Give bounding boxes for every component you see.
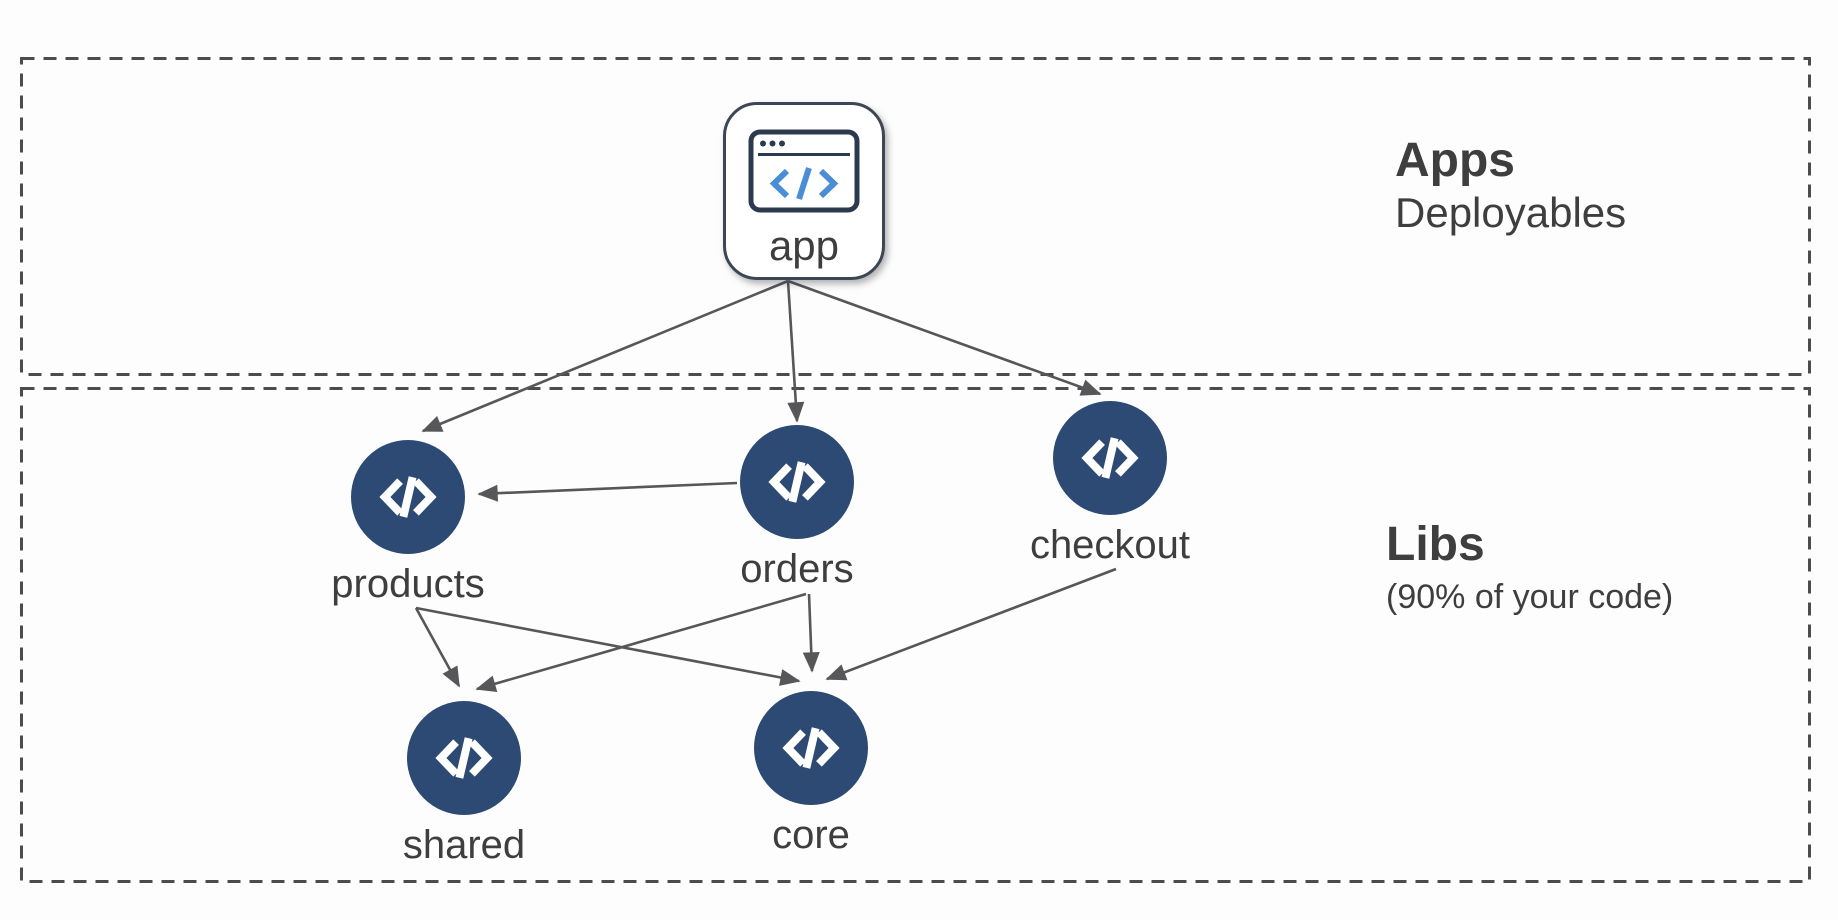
edges-group — [414, 279, 1117, 692]
code-icon — [435, 737, 493, 779]
libs-boundary-box — [20, 387, 1811, 883]
node-products: products — [308, 440, 508, 607]
node-app-label: app — [768, 222, 840, 269]
node-products-label: products — [331, 562, 485, 606]
edge-app-orders — [786, 280, 805, 423]
orders-circle — [740, 425, 854, 539]
code-icon — [782, 727, 840, 769]
libs-section-subtitle: (90% of your code) — [1386, 577, 1674, 616]
libs-section-label: Libs (90% of your code) — [1386, 518, 1673, 618]
node-checkout-label: checkout — [1029, 523, 1191, 567]
libs-section-title: Libs — [1386, 518, 1485, 571]
node-shared-label: shared — [402, 823, 526, 867]
edge-products-core — [415, 606, 801, 686]
code-icon — [1081, 437, 1139, 479]
edge-app-products — [421, 279, 789, 433]
edge-orders-core — [802, 593, 820, 673]
checkout-circle — [1053, 401, 1167, 515]
browser-code-icon — [748, 129, 860, 213]
apps-section-subtitle: Deployables — [1395, 188, 1627, 236]
code-icon — [379, 476, 437, 518]
edge-products-shared — [414, 607, 461, 688]
node-shared: shared — [364, 701, 564, 868]
core-circle — [754, 691, 868, 805]
node-core-label: core — [772, 813, 850, 857]
edge-app-checkout — [787, 279, 1102, 396]
products-circle — [351, 440, 465, 554]
apps-boundary-box — [20, 57, 1811, 376]
node-app: app — [723, 102, 885, 280]
edge-orders-shared — [475, 592, 807, 692]
apps-section-label: Apps Deployables — [1395, 134, 1626, 238]
node-orders: orders — [697, 425, 897, 592]
node-orders-label: orders — [740, 547, 854, 591]
code-icon — [768, 461, 826, 503]
edge-checkout-core — [825, 567, 1117, 681]
shared-circle — [407, 701, 521, 815]
node-core: core — [711, 691, 911, 858]
edge-orders-products — [477, 481, 738, 502]
node-checkout: checkout — [1010, 401, 1210, 568]
apps-section-title: Apps — [1395, 134, 1515, 187]
